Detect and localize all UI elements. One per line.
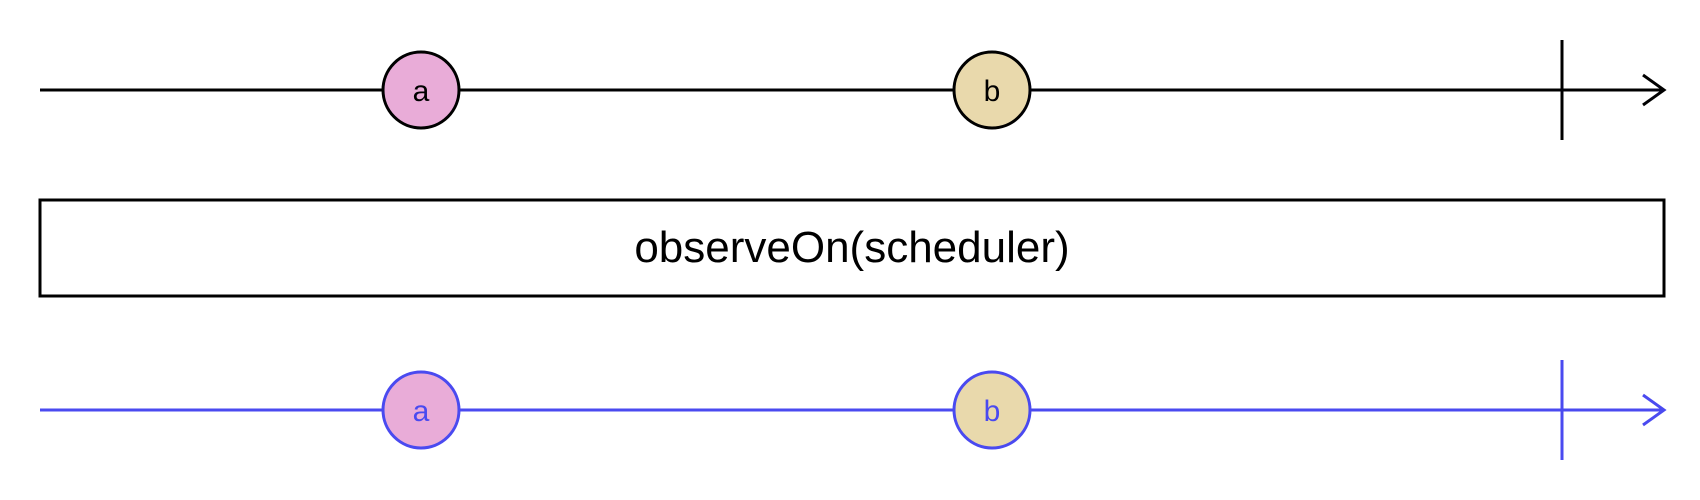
- operator-box-frame: [38, 198, 1666, 298]
- output-arrowhead: [1642, 393, 1667, 427]
- input-marble-a-label: a: [413, 75, 430, 108]
- input-marble-a: a: [381, 50, 461, 130]
- input-marble-b-label: b: [984, 75, 1001, 108]
- output-stream: a b: [40, 360, 1667, 460]
- input-marble-a-circle: [381, 50, 461, 130]
- input-arrowhead: [1642, 73, 1667, 107]
- output-marble-b-circle: [952, 370, 1032, 450]
- output-marble-a: a: [381, 370, 461, 450]
- operator-label: observeOn(scheduler): [634, 223, 1069, 272]
- input-stream: a b: [40, 40, 1667, 140]
- operator-box: observeOn(scheduler): [38, 198, 1666, 298]
- input-marble-b-circle: [952, 50, 1032, 130]
- output-marble-a-circle: [381, 370, 461, 450]
- output-marble-b: b: [952, 370, 1032, 450]
- input-marble-b: b: [952, 50, 1032, 130]
- output-marble-b-label: b: [984, 395, 1001, 428]
- output-marble-a-label: a: [413, 395, 430, 428]
